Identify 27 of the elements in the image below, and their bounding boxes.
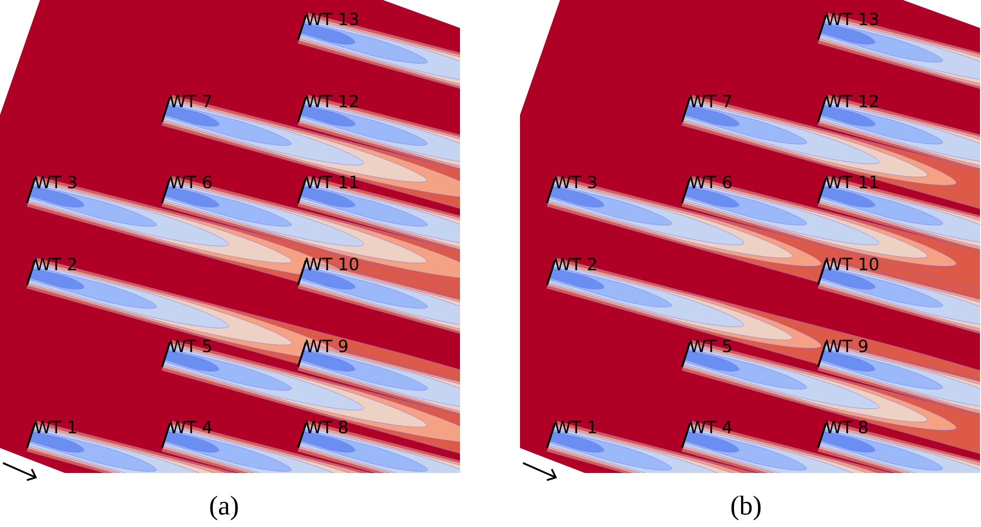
turbine-label: WT 11 (306, 176, 358, 188)
turbine-label: WT 3 (554, 176, 596, 188)
turbine-label: WT 12 (306, 94, 358, 108)
turbine-label: WT 2 (554, 258, 596, 270)
turbine-label: WT 13 (306, 12, 358, 26)
turbine-label: WT 4 (690, 420, 732, 434)
turbine-label: WT 9 (826, 340, 868, 352)
turbine-label: WT 11 (826, 176, 878, 188)
turbine-label: WT 6 (170, 176, 212, 188)
turbine-label: WT 4 (170, 420, 212, 434)
turbine-label: WT 2 (34, 258, 76, 270)
turbine-label: WT 13 (826, 12, 878, 26)
turbine-label: WT 8 (826, 420, 868, 434)
turbine-label: WT 9 (306, 340, 348, 352)
turbine-label: WT 1 (554, 420, 596, 434)
turbine-label: WT 6 (690, 176, 732, 188)
turbine-label: WT 7 (690, 94, 732, 108)
turbine-label: WT 3 (34, 176, 76, 188)
turbine-label: WT 5 (170, 340, 212, 352)
turbine-label: WT 10 (306, 258, 358, 270)
turbine-label: WT 7 (170, 94, 212, 108)
turbine-label: WT 10 (826, 258, 878, 270)
panel-caption: (a) (210, 496, 238, 520)
turbine-label: WT 8 (306, 420, 348, 434)
turbine-label: WT 12 (826, 94, 878, 108)
panel-caption: (b) (731, 496, 761, 520)
turbine-label: WT 1 (34, 420, 76, 434)
